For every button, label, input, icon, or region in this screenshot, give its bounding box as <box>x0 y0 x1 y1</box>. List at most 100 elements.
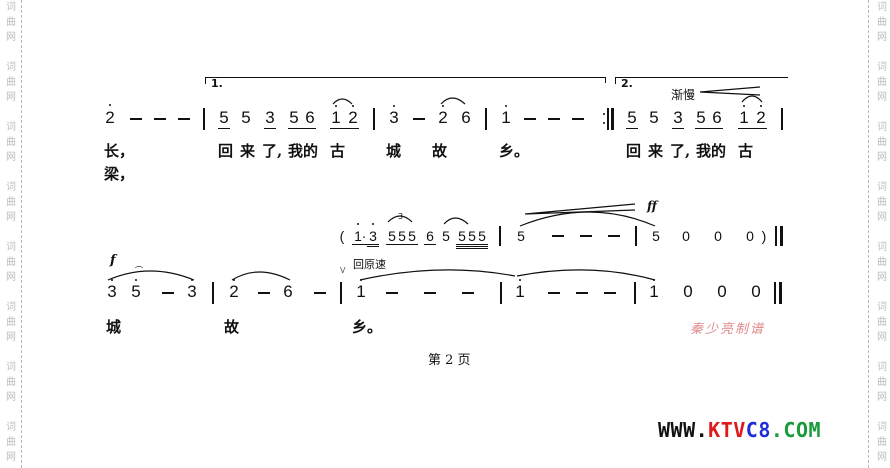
octave-dot <box>519 279 521 281</box>
watermark-text: 词曲网 <box>877 242 887 283</box>
watermark-text: 词曲网 <box>877 182 887 223</box>
note: 1 <box>515 282 525 301</box>
volta-bracket-2 <box>615 77 788 84</box>
lyric: 回 <box>218 142 234 160</box>
note: 1 <box>649 282 659 301</box>
site-logo-ktv: KTV <box>708 418 746 442</box>
underline <box>672 128 684 129</box>
lyric: 故 <box>432 142 448 160</box>
octave-dot <box>653 279 655 281</box>
barline <box>373 108 375 130</box>
barline <box>203 108 205 130</box>
site-logo[interactable]: WWW.KTVC8.COM <box>658 418 821 442</box>
arranger-credit: 秦少亮制谱 <box>690 322 766 337</box>
octave-dot <box>352 105 354 107</box>
note: 5 <box>468 228 476 244</box>
note: 6 <box>461 108 471 127</box>
note: 5 <box>442 228 450 244</box>
fermata-icon: ⌒ <box>135 266 143 275</box>
note: 3 <box>369 228 377 244</box>
watermark-text: 词曲网 <box>6 62 16 103</box>
note: 0 <box>714 228 722 244</box>
note: 6 <box>305 108 315 127</box>
site-logo-www: WWW. <box>658 418 709 442</box>
note: 5 <box>627 108 637 127</box>
note: 3 <box>107 282 117 301</box>
lyric: 故 <box>224 318 240 336</box>
dash <box>608 235 620 237</box>
page-number: 第 2 页 <box>428 353 471 368</box>
lyric: 了, <box>262 142 283 160</box>
lyric: 城 <box>386 142 402 160</box>
volta-bracket-1 <box>205 77 606 84</box>
dash <box>424 292 436 294</box>
note: 5 <box>478 228 486 244</box>
dash <box>258 292 270 294</box>
dynamic-ff: ff <box>647 199 657 213</box>
dash <box>162 292 174 294</box>
watermark-text: 词曲网 <box>6 302 16 343</box>
dash <box>178 118 190 120</box>
note: 2 <box>229 282 239 301</box>
lyric: 乡。 <box>352 318 383 336</box>
volta-1-label: 1. <box>211 77 223 90</box>
note: 3 <box>265 108 275 127</box>
note: 0 <box>751 282 761 301</box>
watermark-text: 词曲网 <box>6 182 16 223</box>
underline <box>218 128 230 129</box>
lyric: 梁， <box>104 165 135 183</box>
barline <box>499 226 501 246</box>
dash <box>462 292 474 294</box>
lyric: 城 <box>106 318 122 336</box>
note: 2 <box>348 108 358 127</box>
note: 3 <box>187 282 197 301</box>
repeat-barline <box>607 108 609 130</box>
note: 1 <box>356 282 366 301</box>
note: 3 <box>673 108 683 127</box>
underline <box>456 244 488 245</box>
underline <box>695 128 723 129</box>
octave-dot <box>442 105 444 107</box>
breath-mark: V <box>340 266 346 275</box>
watermark-text: 词曲网 <box>6 122 16 163</box>
barline <box>212 282 214 304</box>
watermark-text: 词曲网 <box>877 122 887 163</box>
underline <box>288 128 316 129</box>
note: 5 <box>696 108 706 127</box>
note: 1 <box>501 108 511 127</box>
paren: ) <box>761 228 767 244</box>
left-margin-line <box>21 0 22 468</box>
lyric: 乡。 <box>499 142 530 160</box>
lyric: 长， <box>104 142 135 160</box>
octave-dot <box>760 105 762 107</box>
final-barline-thick <box>779 282 782 304</box>
octave-dot <box>135 279 137 281</box>
dash <box>580 235 592 237</box>
note: 0 <box>683 282 693 301</box>
dynamic-f: f <box>110 253 116 268</box>
dash <box>386 292 398 294</box>
dash <box>524 118 536 120</box>
barline <box>500 282 502 304</box>
barline <box>634 282 636 304</box>
octave-dot <box>233 279 235 281</box>
triplet-mark: 3 <box>398 212 404 221</box>
right-margin-line <box>868 0 869 468</box>
octave-dot <box>191 279 193 281</box>
octave-dot <box>357 223 359 225</box>
note: 5 <box>289 108 299 127</box>
watermark-text: 词曲网 <box>877 362 887 403</box>
repeat-dot <box>603 113 605 115</box>
repeat-dot <box>603 122 605 124</box>
underline <box>456 248 488 249</box>
note: 5 <box>652 228 660 244</box>
note: 0 <box>746 228 754 244</box>
octave-dot <box>743 105 745 107</box>
octave-dot <box>111 279 113 281</box>
barline <box>485 108 487 130</box>
dash <box>413 118 425 120</box>
lyric: 了, <box>670 142 691 160</box>
watermark-text: 词曲网 <box>6 362 16 403</box>
final-barline-thick <box>780 226 783 246</box>
watermark-text: 词曲网 <box>877 422 887 463</box>
